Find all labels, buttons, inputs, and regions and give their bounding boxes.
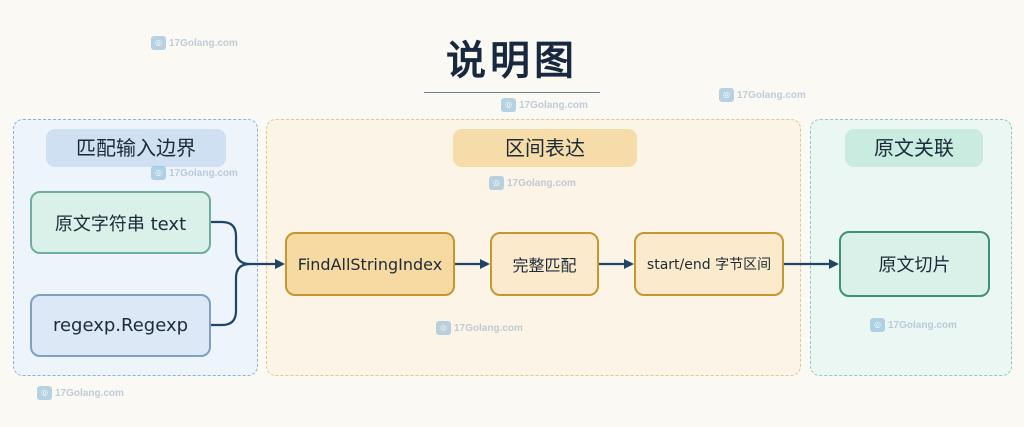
title-underline <box>424 92 600 93</box>
node-source-text: 原文字符串 text <box>30 191 211 254</box>
node-full-match: 完整匹配 <box>490 232 599 296</box>
node-find-all-string-index: FindAllStringIndex <box>285 232 455 296</box>
node-regexp: regexp.Regexp <box>30 294 211 357</box>
node-byte-range: start/end 字节区间 <box>634 232 784 296</box>
group-label-range-expression: 区间表达 <box>453 129 637 167</box>
diagram-title: 说明图 <box>446 37 578 84</box>
connector-regexp-to-find <box>211 262 251 327</box>
group-label-source-association: 原文关联 <box>845 129 983 167</box>
connector-text-to-find <box>211 220 285 269</box>
node-source-slice: 原文切片 <box>839 231 990 297</box>
group-label-input-boundary: 匹配输入边界 <box>46 129 226 167</box>
